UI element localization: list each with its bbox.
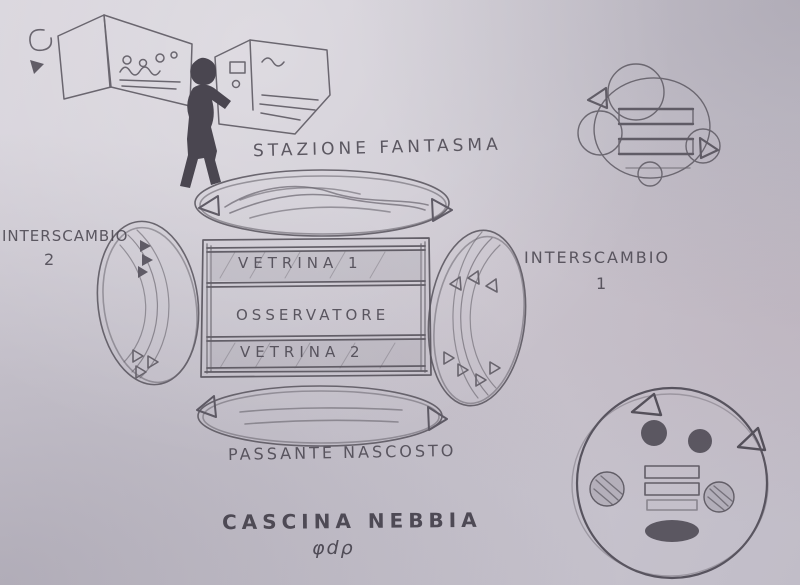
- right-bottom-arrows-icon: [443, 351, 501, 387]
- dark-ellipse: [645, 520, 699, 542]
- arrow-left-icon: [196, 395, 217, 418]
- arrow-left-icon: [586, 86, 609, 110]
- arrow-right-icon: [427, 406, 448, 431]
- hatched-circle-left: [589, 471, 625, 507]
- left-bottom-arrows-icon: [132, 349, 159, 379]
- left-interchange-ellipse: [96, 220, 200, 386]
- label-interscambio-1: INTERSCAMBIO: [524, 248, 671, 267]
- central-plan: [200, 237, 432, 378]
- visitor-silhouette: [180, 57, 231, 188]
- vetrina1-band: [209, 250, 423, 281]
- label-interscambio-2: INTERSCAMBIO: [2, 227, 129, 245]
- label-passante-nascosto: PASSANTE NASCOSTO: [227, 441, 457, 464]
- right-top-arrows-icon: [449, 270, 498, 293]
- right-interchange-ellipse: [427, 229, 527, 407]
- gallery-sketch-right: [214, 39, 331, 135]
- label-osservatore: OSSERVATORE: [236, 306, 390, 324]
- label-vetrina-1: VETRINA 1: [238, 254, 363, 272]
- dark-dot: [641, 420, 667, 446]
- corner-spiral-doodle: [29, 28, 53, 74]
- arrow-up-right-icon: [736, 426, 767, 452]
- label-cascina-nebbia: CASCINA NEBBIA: [221, 507, 482, 535]
- arrow-left-icon: [198, 195, 220, 216]
- label-signature: φdρ: [312, 537, 355, 559]
- label-vetrina-2: VETRINA 2: [240, 343, 365, 361]
- label-interscambio-2-number: 2: [44, 250, 55, 269]
- dark-dot: [688, 429, 712, 453]
- bottom-loop-ellipse: [196, 385, 448, 447]
- arrow-up-icon: [630, 392, 663, 417]
- gallery-sketch-left: [57, 14, 193, 107]
- arrow-right-icon: [698, 136, 720, 160]
- left-top-arrows-icon: [138, 240, 153, 278]
- vetrina2-band: [209, 340, 423, 370]
- arrow-right-icon: [431, 198, 453, 222]
- mini-diagram-top-right: [577, 63, 721, 187]
- stacked-bars: [644, 465, 700, 511]
- label-interscambio-1-number: 1: [596, 274, 607, 293]
- mini-diagram-bottom-right: [571, 386, 769, 580]
- top-loop-ellipse: [194, 169, 453, 237]
- hatched-circle-right: [703, 481, 735, 513]
